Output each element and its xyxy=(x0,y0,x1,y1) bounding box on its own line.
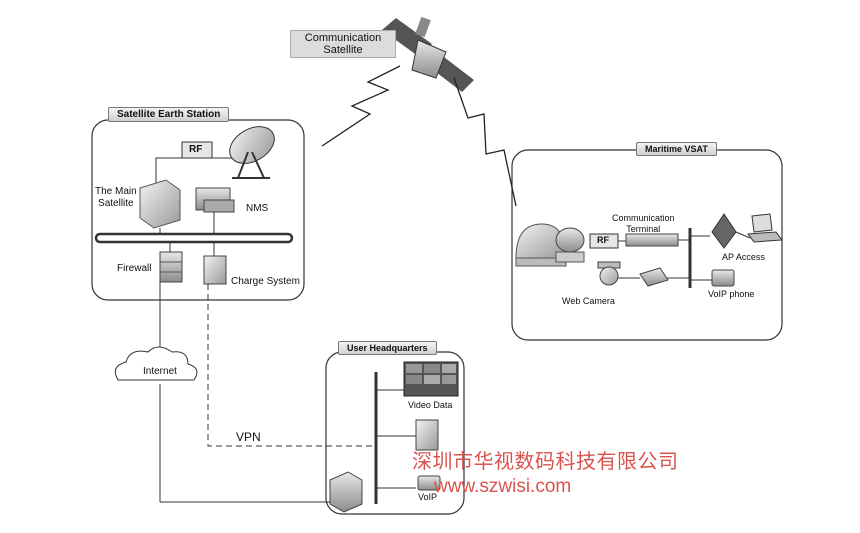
web-camera-label: Web Camera xyxy=(562,296,615,306)
rf-block-earth xyxy=(181,141,213,159)
watermark-url: www.szwisi.com xyxy=(434,476,572,497)
charge-system-label: Charge System xyxy=(231,276,300,287)
communication-terminal-label: Communication Terminal xyxy=(612,213,675,235)
vpn-dashed-line xyxy=(207,284,372,447)
link-bolt-right xyxy=(453,77,517,207)
lan-bus-earth xyxy=(94,232,294,244)
charge-system-icon xyxy=(203,255,227,285)
main-satellite-line1: The Main xyxy=(95,186,137,197)
laptop-icon xyxy=(747,213,783,243)
voip-phone-label: VoIP phone xyxy=(708,289,755,299)
watermark-company: 深圳市华视数码科技有限公司 xyxy=(412,451,679,473)
voip-phone-icon xyxy=(711,269,735,287)
rf-label-earth: RF xyxy=(189,144,203,155)
main-satellite-server-icon xyxy=(139,179,181,229)
satellite-dish-icon xyxy=(229,126,275,179)
web-camera-icon xyxy=(597,261,621,286)
video-wall-icon xyxy=(403,361,459,397)
comm-terminal-line1: Communication xyxy=(612,213,675,223)
maritime-vsat-title: Maritime VSAT xyxy=(636,142,717,156)
hq-voip-phone-icon xyxy=(417,475,441,491)
rf-wire-earth xyxy=(155,157,182,190)
headquarters-title: User Headquarters xyxy=(338,341,437,355)
nms-computer-icon xyxy=(195,187,235,213)
firewall-icon xyxy=(159,251,183,283)
communication-satellite-title: Communication Satellite xyxy=(290,30,396,58)
rf-label-maritime: RF xyxy=(597,235,609,245)
ship-dish-icon xyxy=(555,227,585,263)
comm-terminal-line2: Terminal xyxy=(626,224,661,234)
ap-access-label: AP Access xyxy=(722,252,765,262)
link-bolt-left xyxy=(321,65,401,147)
satellite-title-line2: Satellite xyxy=(323,44,363,56)
satellite-title-line1: Communication xyxy=(304,32,382,44)
vpn-label: VPN xyxy=(236,430,261,444)
internet-label: Internet xyxy=(143,366,177,377)
earth-station-title: Satellite Earth Station xyxy=(108,107,230,122)
video-data-label: Video Data xyxy=(408,400,453,410)
network-switch-icon xyxy=(639,267,669,287)
communication-terminal-icon xyxy=(625,233,679,247)
internet-cloud-icon xyxy=(114,346,198,381)
main-satellite-label: The Main Satellite xyxy=(95,186,137,210)
hq-firewall-icon xyxy=(329,471,363,513)
hq-voip-label: VoIP xyxy=(418,492,438,502)
hq-server-icon xyxy=(415,419,439,451)
satellite-icon xyxy=(382,16,474,92)
main-satellite-line2: Satellite xyxy=(98,198,134,209)
nms-label: NMS xyxy=(246,203,269,214)
firewall-label: Firewall xyxy=(117,263,152,274)
ap-laptop-wire xyxy=(735,231,751,239)
